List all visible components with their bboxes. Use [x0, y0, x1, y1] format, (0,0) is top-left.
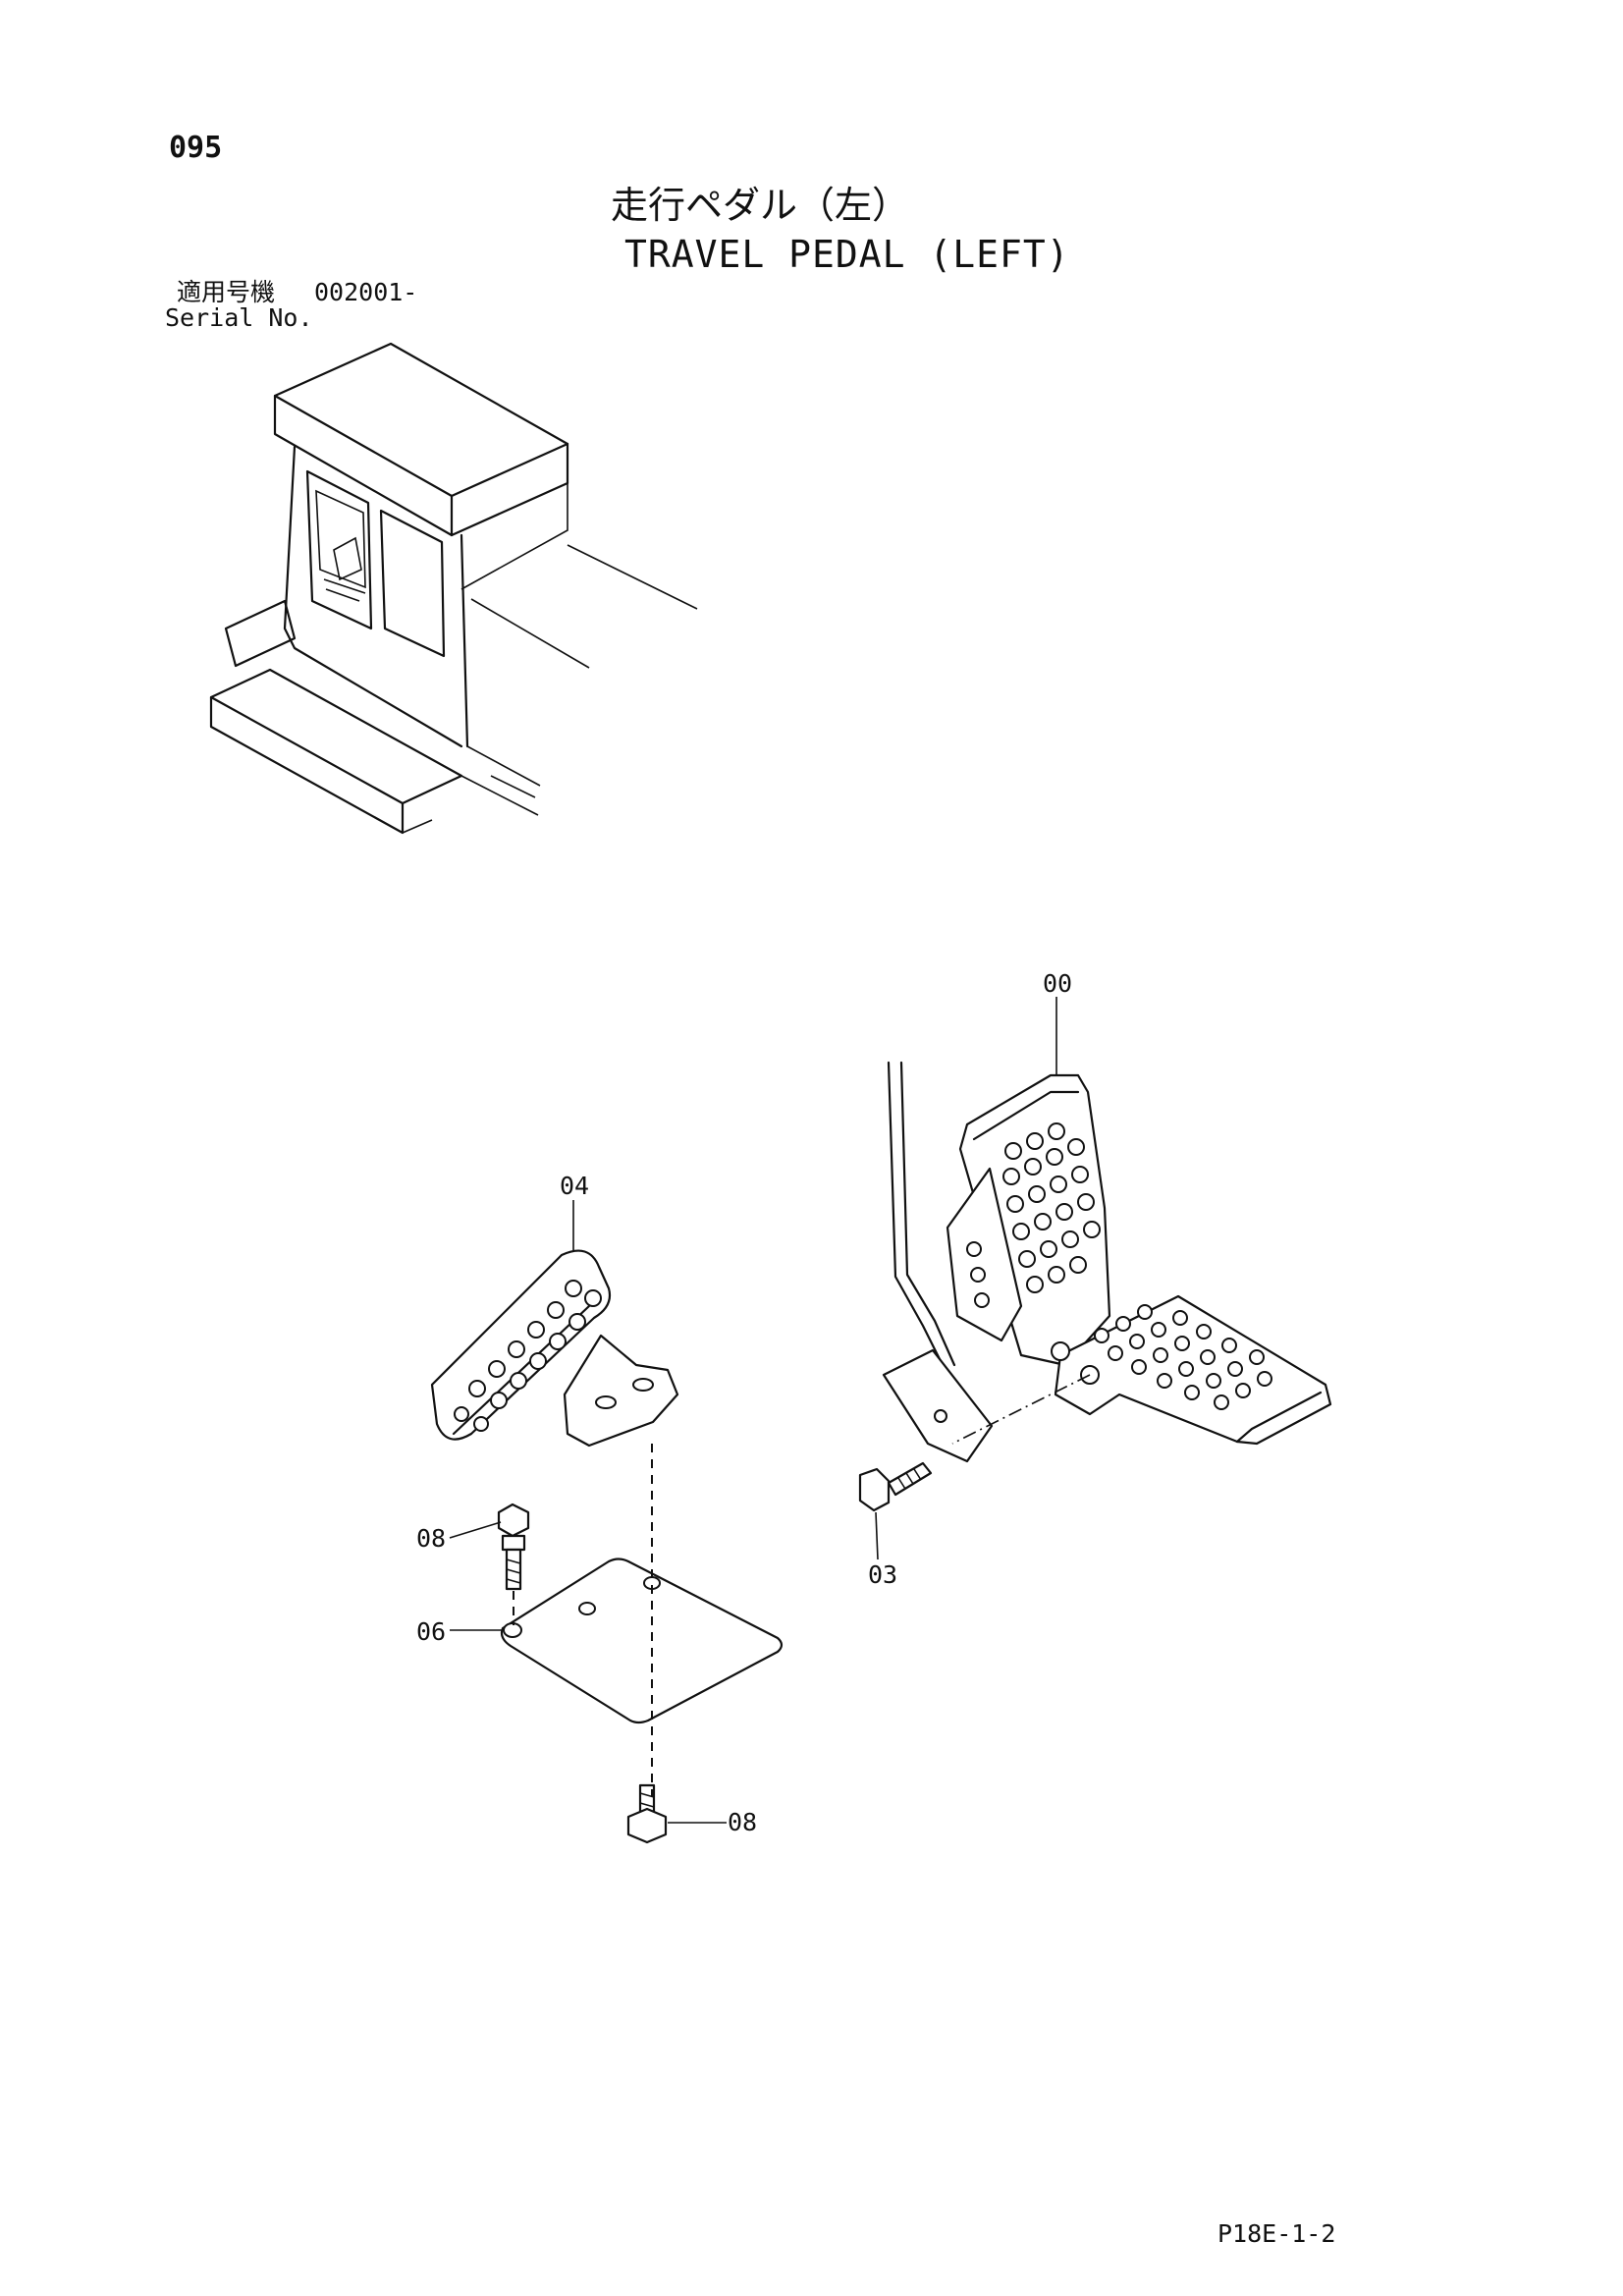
bolt-03-illustration: [858, 1461, 933, 1512]
callout-08-top: 08: [416, 1524, 447, 1553]
callout-08-bottom: 08: [728, 1808, 758, 1836]
callout-04: 04: [560, 1172, 590, 1200]
pedal-04-grip-holes: [454, 1280, 602, 1432]
leader-line-08-top: [449, 1521, 502, 1539]
page-title-english: TRAVEL PEDAL (LEFT): [624, 233, 1070, 276]
serial-label-japanese: 適用号機: [177, 278, 276, 306]
serial-number: 002001-: [314, 278, 418, 306]
footer-page-code: P18E-1-2: [1217, 2219, 1336, 2248]
pedal-04-illustration: [430, 1249, 679, 1448]
pedal-00-illustration: [882, 1061, 1332, 1463]
leader-line-03: [875, 1511, 879, 1560]
callout-03: 03: [868, 1560, 898, 1589]
serial-label-english: Serial No.: [165, 303, 313, 332]
bolt-08-top-illustration: [497, 1503, 530, 1591]
pedal-00-grip-holes: [966, 1122, 1272, 1410]
plate-06-illustration: [500, 1558, 784, 1724]
callout-00: 00: [1043, 969, 1073, 998]
callout-06: 06: [416, 1617, 447, 1646]
page-number: 095: [169, 131, 223, 165]
bolt-08-bottom-illustration: [626, 1783, 668, 1844]
page-title-japanese: 走行ペダル（左）: [611, 184, 910, 227]
cab-overview-illustration: [209, 342, 698, 835]
